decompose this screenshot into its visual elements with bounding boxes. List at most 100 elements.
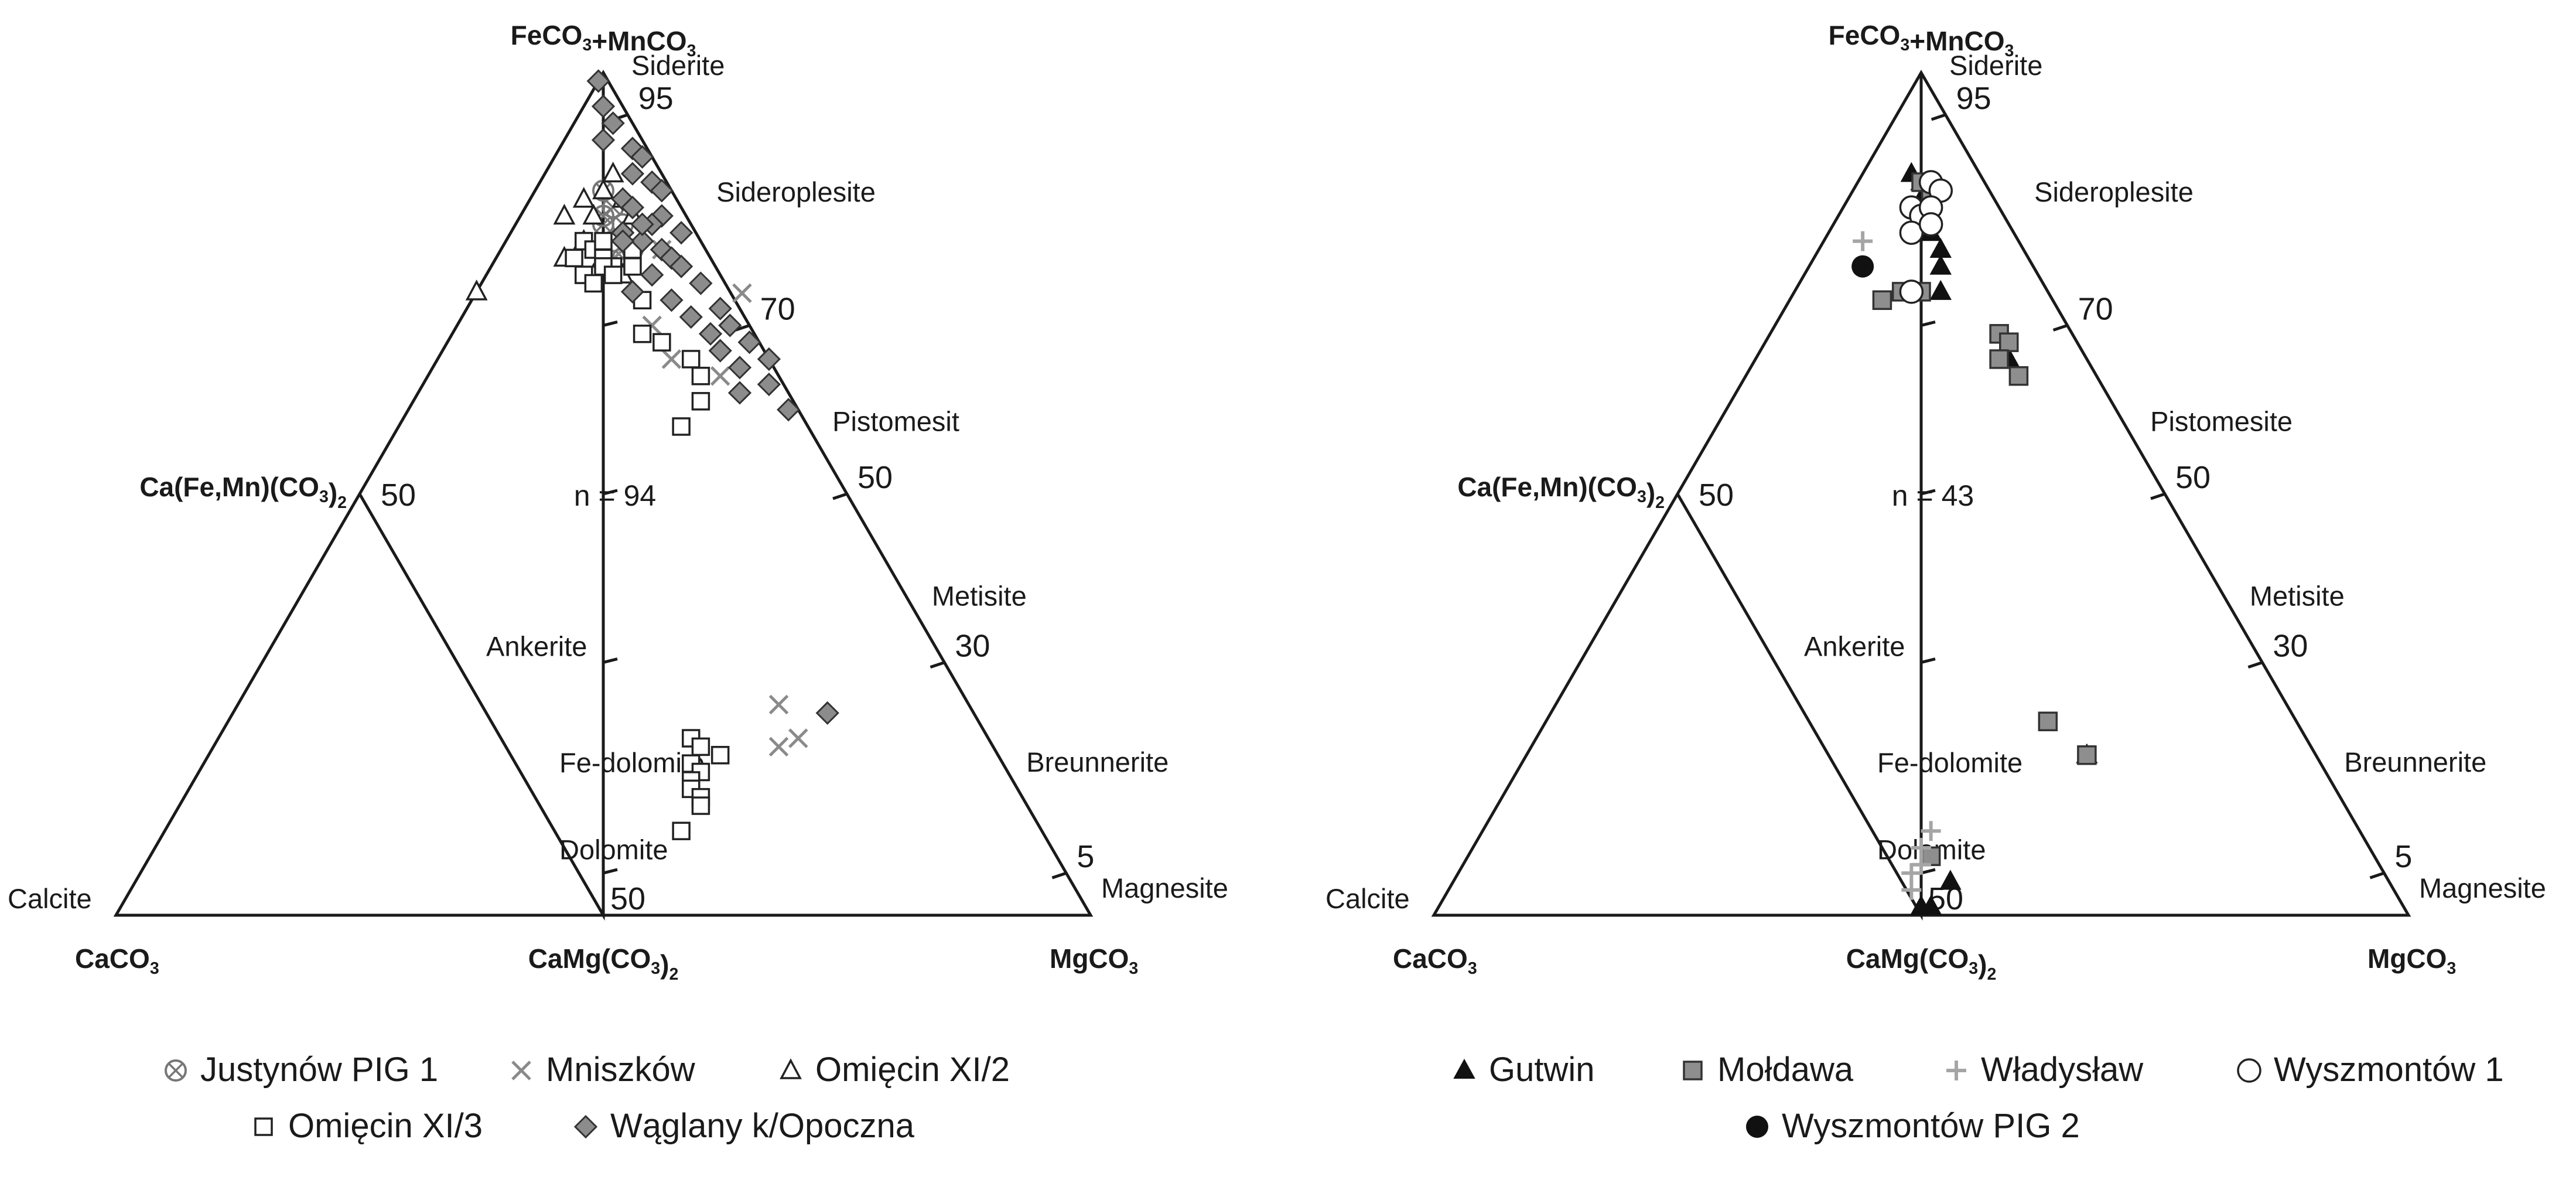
zone-label: Breunnerite bbox=[2344, 746, 2486, 778]
data-point bbox=[582, 203, 605, 225]
data-point bbox=[669, 254, 693, 278]
data-point bbox=[1853, 231, 1873, 251]
data-point bbox=[1939, 870, 1962, 890]
legend-item: Wyszmontów 1 bbox=[2237, 1051, 2504, 1089]
series-Wyszmontów 1 bbox=[1899, 170, 1953, 304]
data-point bbox=[1921, 846, 1941, 867]
right-edge-tick-label: 50 bbox=[2175, 460, 2211, 495]
legend-label: Justynów PIG 1 bbox=[200, 1051, 438, 1089]
vertex-left-label: CaCO3 bbox=[75, 943, 159, 978]
zone-label: Pistomesit bbox=[832, 406, 959, 437]
data-point bbox=[2008, 366, 2029, 386]
data-point bbox=[691, 796, 710, 815]
data-point bbox=[1918, 212, 1943, 237]
data-point bbox=[1911, 854, 1931, 875]
right-edge-tick-label: 30 bbox=[955, 629, 990, 664]
data-point bbox=[603, 265, 623, 284]
legend-label: Wyszmontów PIG 2 bbox=[1782, 1107, 2080, 1145]
data-point bbox=[757, 347, 781, 371]
data-point bbox=[1901, 879, 1922, 900]
vertex-bottom-mid-label: CaMg(CO3)2 bbox=[528, 943, 679, 984]
inner-tick bbox=[603, 657, 618, 664]
right-edge-tick-label: 5 bbox=[1077, 839, 1094, 874]
data-point bbox=[768, 694, 789, 715]
vertex-right-mineral: Magnesite bbox=[2419, 872, 2546, 904]
legend-label: Władysław bbox=[1981, 1051, 2144, 1089]
vertex-bottom-mid-label: CaMg(CO3)2 bbox=[1846, 943, 1997, 984]
data-point bbox=[691, 392, 710, 411]
right-edge-tick bbox=[2247, 661, 2263, 669]
data-point bbox=[708, 296, 732, 321]
left-mid-tick-label: 50 bbox=[381, 478, 416, 513]
data-point bbox=[1899, 279, 1924, 304]
data-point bbox=[710, 366, 730, 386]
right-edge-tick bbox=[2052, 324, 2068, 332]
right-edge-tick-label: 30 bbox=[2273, 629, 2308, 664]
data-point bbox=[586, 69, 610, 93]
data-point bbox=[757, 372, 781, 397]
data-point bbox=[1999, 332, 2019, 352]
legend-label: Omięcin XI/2 bbox=[815, 1051, 1010, 1089]
left-mid-tick-label: 50 bbox=[1699, 478, 1734, 513]
vertex-top-mineral: Siderite bbox=[1949, 50, 2042, 81]
right-edge-tick bbox=[1051, 871, 1067, 879]
data-point bbox=[633, 325, 652, 343]
sample-count: n = 43 bbox=[1892, 479, 1974, 512]
data-point bbox=[1901, 863, 1922, 884]
data-point bbox=[1910, 895, 1932, 915]
data-point bbox=[708, 339, 732, 363]
data-point bbox=[602, 161, 624, 183]
data-point bbox=[650, 179, 674, 203]
data-point bbox=[640, 262, 664, 287]
data-point bbox=[1851, 255, 1874, 278]
inner-tick bbox=[1921, 320, 1936, 327]
zone-label: Sideroplesite bbox=[2034, 176, 2194, 207]
series-Omięcin XI/3 bbox=[565, 231, 730, 840]
right-edge-tick bbox=[1931, 113, 1946, 121]
data-point bbox=[777, 398, 801, 422]
right-edge-tick bbox=[2150, 492, 2165, 500]
series-Władysław bbox=[1853, 231, 1941, 900]
legend-label: Wyszmontów 1 bbox=[2274, 1051, 2504, 1089]
sample-count: n = 94 bbox=[574, 479, 656, 512]
data-point bbox=[611, 229, 635, 253]
data-point bbox=[601, 111, 625, 135]
data-point bbox=[660, 288, 684, 312]
series-Wyszmontów PIG 2 bbox=[1851, 255, 1874, 278]
legend-item: Wąglany k/Opoczna bbox=[573, 1107, 915, 1145]
vertex-right-mineral: Magnesite bbox=[1101, 872, 1228, 904]
data-point bbox=[710, 746, 730, 765]
data-point bbox=[1911, 837, 1931, 858]
vertex-left-mid-label: Ca(Fe,Mn)(CO3)2 bbox=[1457, 472, 1665, 512]
data-point bbox=[553, 203, 576, 225]
vertex-left-mineral: Calcite bbox=[1325, 883, 1410, 914]
zone-label: Sideroplesite bbox=[716, 176, 876, 207]
data-point bbox=[465, 279, 488, 301]
inner-tick bbox=[603, 489, 618, 496]
data-point bbox=[1929, 254, 1952, 275]
zone-label: Pistomesite bbox=[2150, 406, 2293, 437]
zone-label: Breunnerite bbox=[1026, 746, 1169, 778]
right-edge-tick-label: 95 bbox=[1956, 81, 1991, 116]
data-point bbox=[2077, 745, 2097, 765]
legend-label: Mniszków bbox=[546, 1051, 696, 1089]
legend-item: Justynów PIG 1 bbox=[165, 1051, 438, 1089]
inner-tick bbox=[1921, 489, 1936, 496]
data-point bbox=[620, 137, 645, 161]
data-point bbox=[652, 333, 671, 352]
data-point bbox=[591, 128, 616, 152]
data-point bbox=[1921, 821, 1941, 841]
vertex-top-mineral: Siderite bbox=[631, 50, 725, 81]
data-point bbox=[672, 417, 691, 436]
data-point bbox=[768, 737, 789, 757]
zone-label: Metisite bbox=[2250, 581, 2345, 612]
zone-label: Metisite bbox=[932, 581, 1027, 612]
vertex-top-label: FeCO3+MnCO3 bbox=[1829, 20, 2014, 60]
legend-item: Mniszków bbox=[511, 1051, 696, 1089]
data-point bbox=[565, 248, 583, 268]
data-point bbox=[623, 257, 642, 276]
zone-label: Fe-dolomite bbox=[1877, 747, 2022, 778]
zone-label: Dolomite bbox=[559, 834, 668, 865]
